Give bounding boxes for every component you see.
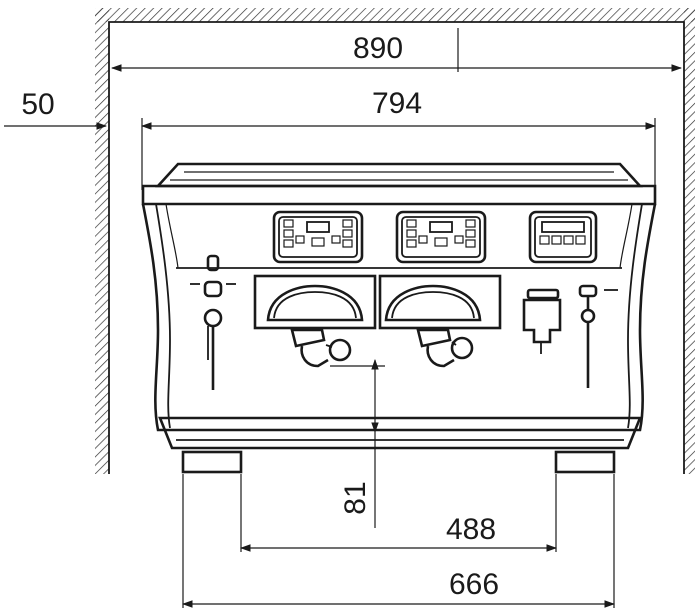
dimension-machine-width: 794 <box>140 87 657 190</box>
display-screen-1 <box>306 221 330 233</box>
steam-wand-right <box>578 284 618 388</box>
hot-water-valve <box>522 288 562 354</box>
steam-wand-left <box>190 254 236 390</box>
dim-label-488: 488 <box>446 513 496 546</box>
portafilter-left <box>290 328 352 368</box>
wall-inner-edge <box>108 21 685 474</box>
dimension-feet-outer: 666 <box>181 474 616 608</box>
group-head-left <box>253 274 377 330</box>
steam-control-panel <box>528 210 598 264</box>
drip-tray <box>158 416 642 450</box>
dimension-cup-clearance: 81 <box>330 358 385 528</box>
right-wall-hatch <box>684 8 695 474</box>
cabinet-walls <box>95 8 695 474</box>
dimension-cabinet-width: 890 <box>110 28 683 72</box>
dim-label-794: 794 <box>372 87 422 120</box>
dim-label-50: 50 <box>21 88 54 121</box>
dim-label-81: 81 <box>339 481 372 514</box>
display-screen-2 <box>429 221 453 233</box>
left-wall-hatch <box>95 8 109 474</box>
group-head-right <box>378 274 502 330</box>
top-wall-hatch <box>95 8 695 22</box>
espresso-machine <box>141 162 657 474</box>
dimension-side-clearance: 50 <box>4 88 108 130</box>
dim-label-666: 666 <box>449 568 499 601</box>
dimension-feet-inner: 488 <box>239 474 558 552</box>
control-panel-group-2 <box>395 210 487 264</box>
foot-left <box>181 450 243 474</box>
cup-warmer-tray <box>155 162 643 188</box>
foot-right <box>554 450 616 474</box>
dim-label-890: 890 <box>353 32 403 65</box>
portafilter-right <box>416 328 474 368</box>
control-panel-group-1 <box>272 210 364 264</box>
